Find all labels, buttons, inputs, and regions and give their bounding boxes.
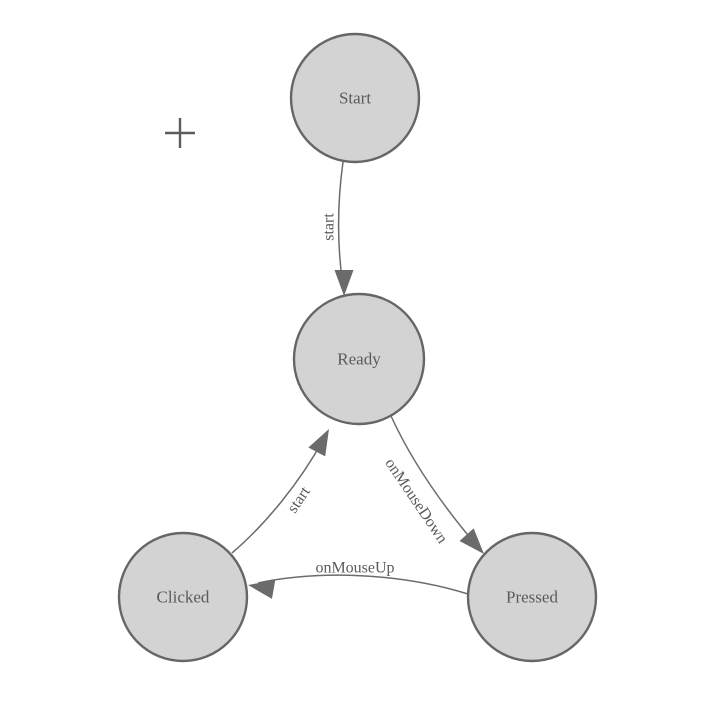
node-circle[interactable]	[292, 292, 426, 426]
edge-pressed-to-clicked[interactable]: onMouseUp	[246, 560, 469, 599]
edge-clicked-to-ready[interactable]: start	[231, 425, 337, 554]
arrow-head-icon	[248, 580, 276, 599]
edge-label: onMouseDown	[381, 455, 450, 546]
node-circle[interactable]	[466, 531, 598, 663]
edge-line	[337, 161, 344, 287]
edge-start-to-ready[interactable]: start	[321, 161, 354, 296]
overlay-layer	[165, 118, 195, 148]
crosshair-icon[interactable]	[165, 118, 195, 148]
node-label: Ready	[337, 350, 381, 369]
node-start[interactable]: Start	[289, 32, 421, 164]
node-clicked[interactable]: Clicked	[117, 531, 249, 663]
node-label: Clicked	[157, 588, 210, 607]
edge-line	[257, 574, 469, 595]
node-label: Start	[339, 89, 371, 108]
node-circle[interactable]	[289, 32, 421, 164]
arrow-head-icon	[459, 528, 484, 554]
edge-ready-to-pressed[interactable]: onMouseDown	[381, 415, 491, 560]
node-ready[interactable]: Ready	[292, 292, 426, 426]
edge-label: onMouseUp	[315, 560, 394, 577]
edge-label: start	[284, 483, 314, 516]
node-pressed[interactable]: Pressed	[466, 531, 598, 663]
edge-line	[390, 415, 478, 547]
arrow-head-icon	[308, 429, 329, 457]
edge-line	[231, 439, 324, 554]
node-circle[interactable]	[117, 531, 249, 663]
node-label: Pressed	[506, 588, 558, 607]
arrow-head-icon	[334, 270, 354, 296]
edge-label: start	[321, 213, 338, 241]
